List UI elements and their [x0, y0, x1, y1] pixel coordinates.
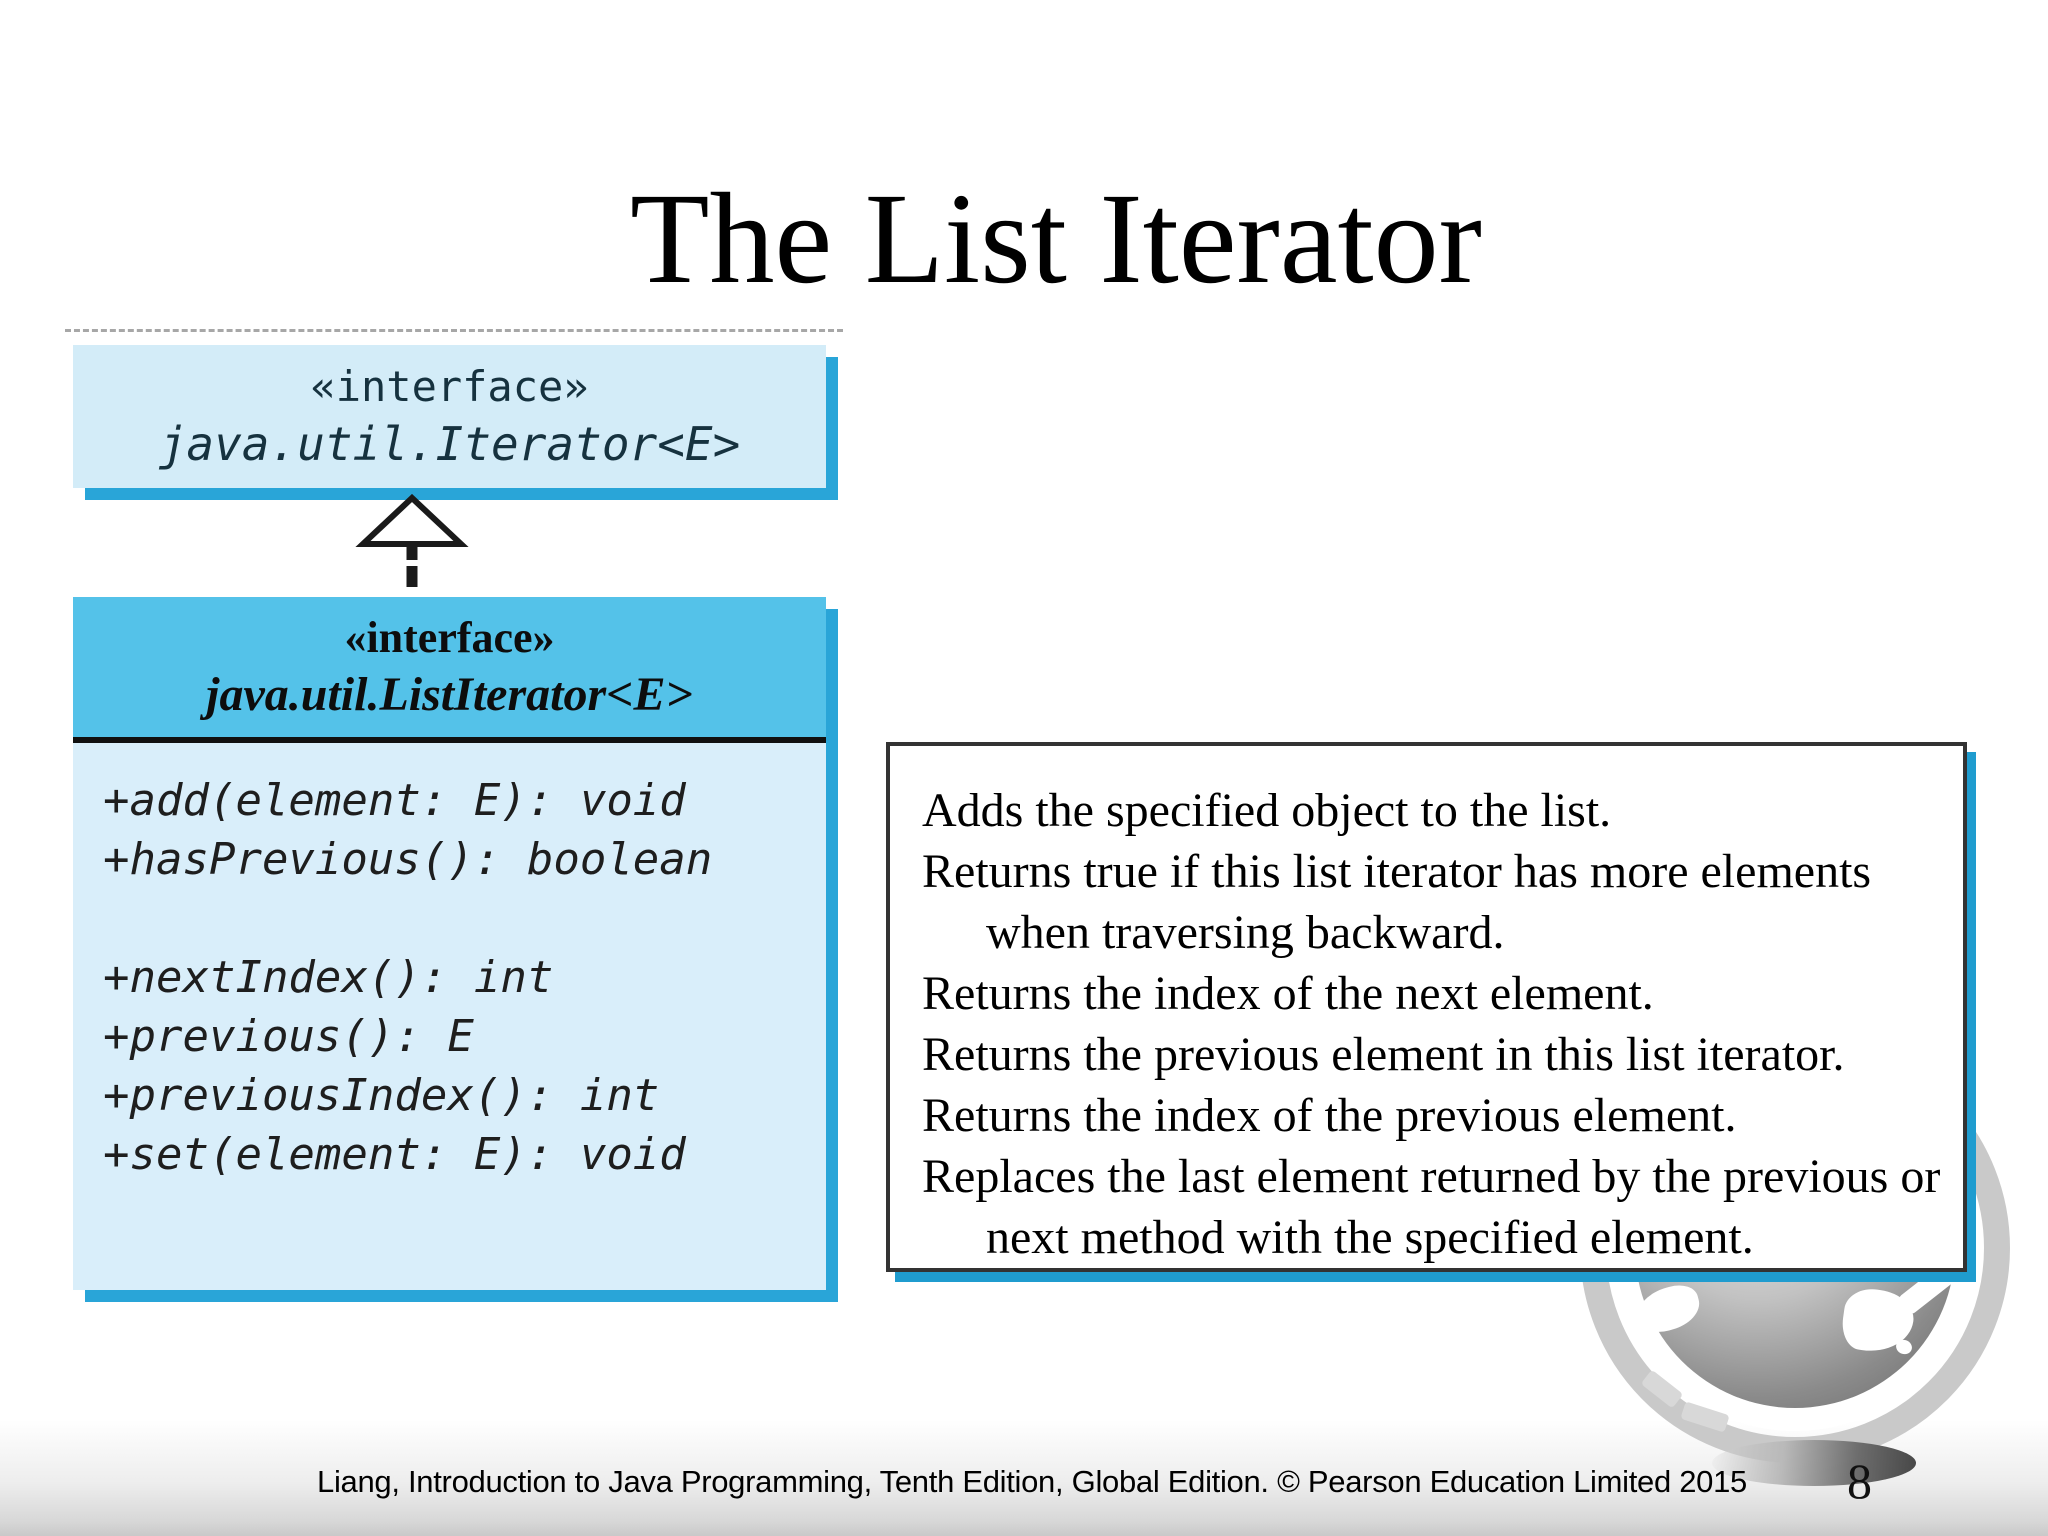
description-line: next method with the specified element.	[986, 1211, 1754, 1264]
uml-parent-interface-box: «interface» java.util.Iterator<E>	[73, 345, 826, 488]
description-line: Replaces the last element returned by th…	[922, 1150, 1941, 1203]
description-line: Returns the index of the next element.	[922, 967, 1654, 1020]
page-title: The List Iterator	[630, 167, 1482, 312]
method-line: +previousIndex(): int	[103, 1070, 660, 1121]
uml-child-interface-header: «interface» java.util.ListIterator<E>	[73, 597, 826, 743]
dashed-guide-line	[65, 329, 843, 332]
interface-name: java.util.Iterator<E>	[158, 417, 741, 471]
method-line: +add(element: E): void	[103, 775, 686, 826]
description-line: Returns the index of the previous elemen…	[922, 1089, 1737, 1142]
description-line: Returns the previous element in this lis…	[922, 1028, 1845, 1081]
method-line: +hasPrevious(): boolean	[103, 834, 713, 885]
stereotype-label: «interface»	[310, 362, 589, 411]
method-list: +add(element: E): void +hasPrevious(): bo…	[73, 743, 826, 1184]
method-line: +previous(): E	[103, 1011, 474, 1062]
interface-name: java.util.ListIterator<E>	[206, 668, 693, 721]
description-lines: Adds the specified object to the list. Re…	[890, 746, 1963, 1268]
uml-child-interface-box: «interface» java.util.ListIterator<E> +a…	[73, 597, 826, 1290]
globe-base-shadow	[1712, 1440, 1916, 1486]
page-number: 8	[1847, 1453, 1872, 1509]
generalization-arrow-icon	[355, 494, 469, 602]
method-description-box: Adds the specified object to the list. Re…	[886, 742, 1967, 1272]
method-line: +nextIndex(): int	[103, 952, 554, 1003]
description-line: Returns true if this list iterator has m…	[922, 845, 1872, 898]
stereotype-label: «interface»	[344, 613, 555, 662]
method-line: +set(element: E): void	[103, 1129, 686, 1180]
footer-credit: Liang, Introduction to Java Programming,…	[317, 1464, 1747, 1499]
method-line	[103, 889, 826, 948]
description-line: Adds the specified object to the list.	[922, 784, 1612, 837]
description-line: when traversing backward.	[986, 906, 1505, 959]
